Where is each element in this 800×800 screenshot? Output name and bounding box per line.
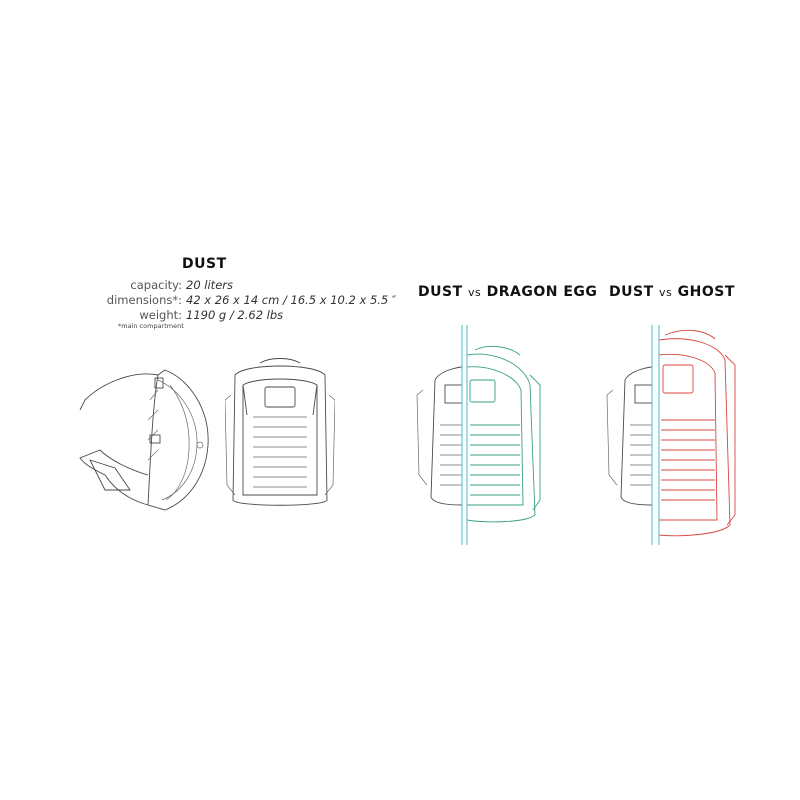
product-title: DUST <box>182 256 227 272</box>
comparison-name: DUST <box>418 284 463 300</box>
spec-weight: weight: 1190 g / 2.62 lbs <box>70 308 396 323</box>
spec-label: capacity: <box>130 278 182 292</box>
comparison-vs: vs <box>659 286 673 299</box>
spec-value: 1190 g / 2.62 lbs <box>186 308 284 322</box>
comparison-name: DUST <box>609 284 654 300</box>
comparison-dragon-egg-illustration <box>416 325 541 545</box>
comparison-title-dragon-egg: DUST vs DRAGON EGG <box>418 284 597 300</box>
comparison-title-ghost: DUST vs GHOST <box>609 284 735 300</box>
spec-dimensions: dimensions*: 42 x 26 x 14 cm / 16.5 x 10… <box>70 293 396 308</box>
comparison-vs: vs <box>468 286 482 299</box>
spec-capacity: capacity: 20 liters <box>70 278 396 293</box>
spec-label: dimensions*: <box>106 293 182 307</box>
spec-footnote: *main compartment <box>118 322 184 330</box>
comparison-other: GHOST <box>677 284 735 300</box>
backpack-front-view-illustration <box>225 358 335 506</box>
comparison-other: DRAGON EGG <box>486 284 598 300</box>
spec-label: weight: <box>139 308 182 322</box>
backpack-side-view-illustration <box>79 369 209 511</box>
comparison-ghost-illustration <box>606 325 736 545</box>
product-specs: capacity: 20 liters dimensions*: 42 x 26… <box>70 278 396 323</box>
spec-value: 20 liters <box>186 278 233 292</box>
spec-value: 42 x 26 x 14 cm / 16.5 x 10.2 x 5.5 ″ <box>186 293 397 307</box>
